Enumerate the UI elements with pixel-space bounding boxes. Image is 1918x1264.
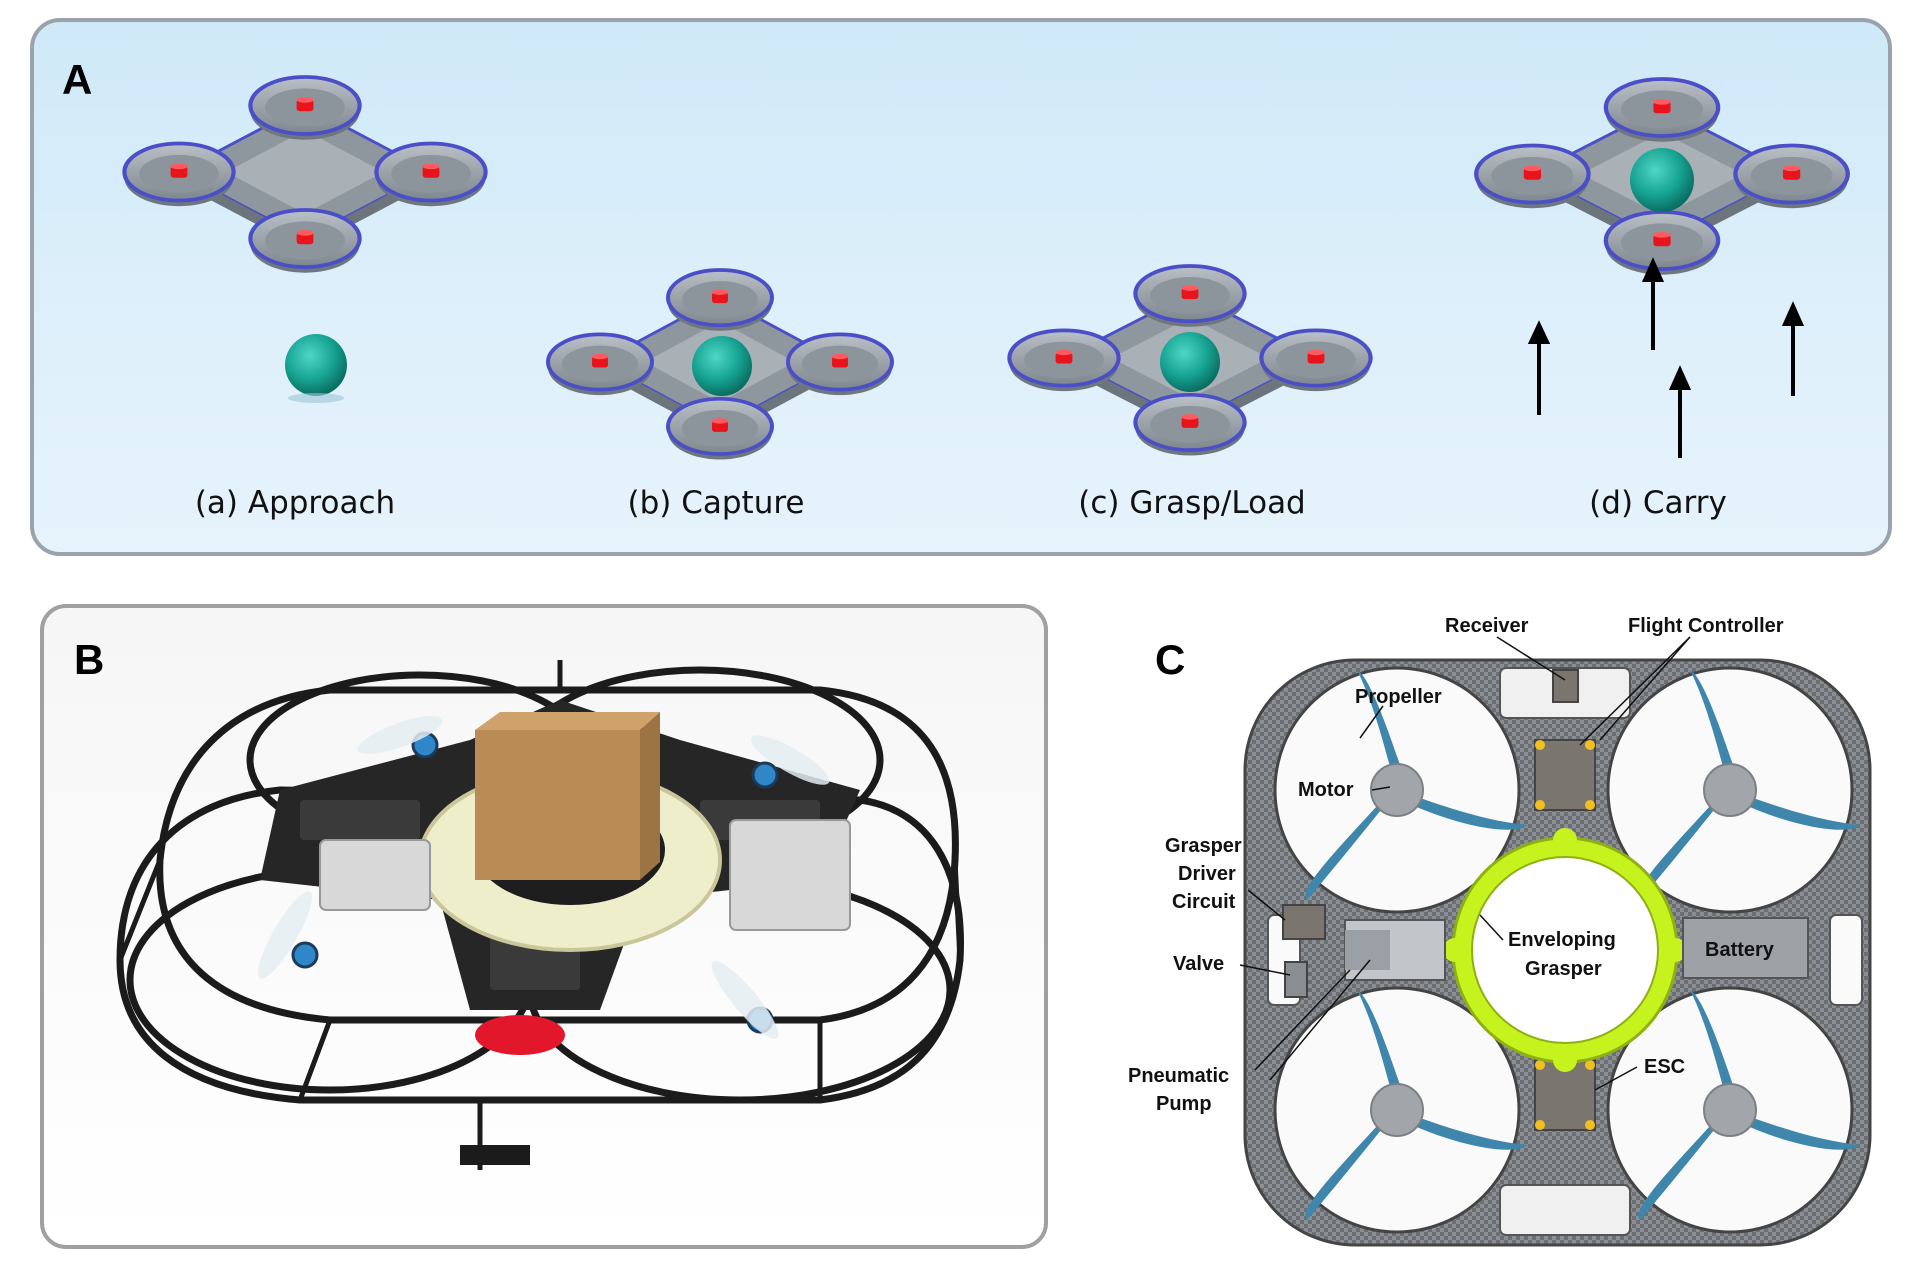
- label-grasper-driver-2: Driver: [1178, 863, 1236, 885]
- label-motor: Motor: [1298, 779, 1354, 801]
- step-carry-label: (d) Carry: [1589, 485, 1727, 521]
- label-battery: Battery: [1705, 939, 1775, 961]
- step-grasp-label: (c) Grasp/Load: [1078, 485, 1306, 521]
- ball-capture: [692, 336, 752, 396]
- label-grasper-driver-1: Grasper: [1165, 835, 1242, 857]
- enveloping-grasper: [1443, 828, 1687, 1072]
- label-propeller: Propeller: [1355, 686, 1442, 708]
- ball-grasp: [1160, 332, 1220, 392]
- panel-b-letter: B: [74, 636, 105, 683]
- label-pneumatic-pump-1: Pneumatic: [1128, 1065, 1229, 1087]
- label-valve: Valve: [1173, 953, 1224, 975]
- battery: [1682, 917, 1809, 979]
- step-capture-label: (b) Capture: [627, 485, 805, 521]
- panel-c-letter: C: [1155, 636, 1186, 683]
- step-approach-label: (a) Approach: [194, 485, 396, 521]
- flight-controller: [1534, 739, 1596, 811]
- label-enveloping-grasper-1: Enveloping: [1508, 929, 1616, 951]
- ball-carry: [1630, 148, 1694, 212]
- label-flight-controller: Flight Controller: [1628, 615, 1784, 637]
- label-esc: ESC: [1644, 1056, 1685, 1078]
- label-enveloping-grasper-2: Grasper: [1525, 958, 1602, 980]
- grasper-driver-circuit: [1282, 904, 1326, 940]
- label-pneumatic-pump-2: Pump: [1156, 1093, 1212, 1115]
- label-receiver: Receiver: [1445, 615, 1529, 637]
- label-grasper-driver-3: Circuit: [1172, 891, 1236, 913]
- cardboard-box: [475, 712, 660, 880]
- ball-approach: [285, 334, 347, 396]
- panel-a-letter: A: [62, 56, 93, 103]
- lift-arrows: [1527, 257, 1805, 458]
- valve: [1284, 961, 1308, 998]
